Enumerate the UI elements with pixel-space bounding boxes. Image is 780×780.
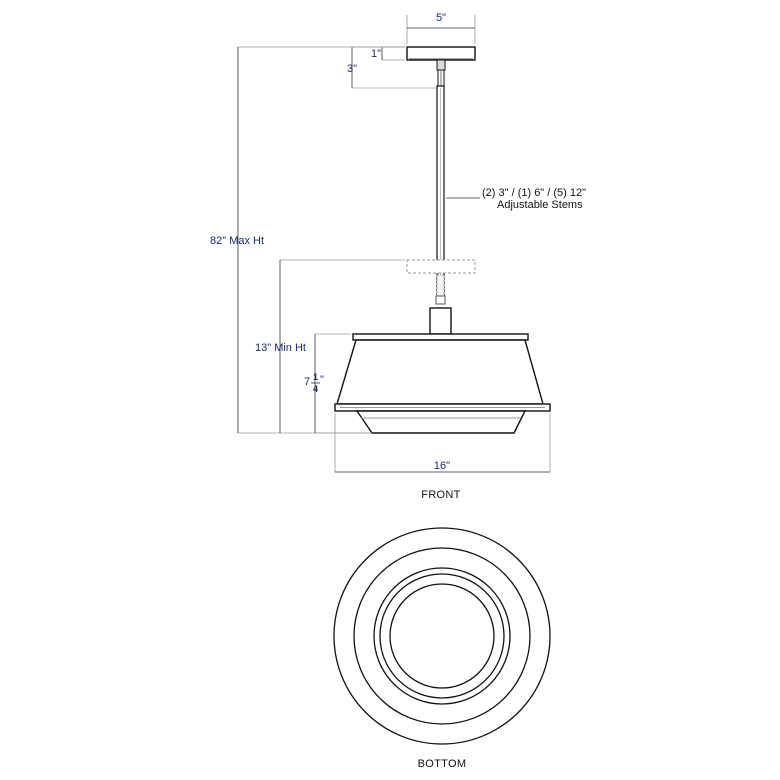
shade-body: [336, 339, 544, 405]
canopy-gap-dim: 3": [347, 63, 357, 75]
shade-height-whole: 7: [304, 376, 310, 388]
bottom-view-label: BOTTOM: [418, 758, 467, 770]
socket-housing: [429, 307, 452, 335]
bottom-view: [333, 527, 551, 745]
canopy-min-ghost: [406, 259, 476, 274]
bottom-inner-ring: [389, 583, 495, 689]
shade-height-numerator: 1: [313, 372, 318, 382]
max-height-dim: 82" Max Ht: [210, 235, 264, 247]
stems-callout-line2: Adjustable Stems: [497, 199, 583, 211]
dimension-guides: [237, 15, 551, 473]
canopy-collar: [436, 59, 446, 71]
shade-height-denominator: 4: [313, 384, 318, 394]
width-dim: 16": [434, 460, 450, 472]
bottom-second-ring: [353, 547, 531, 725]
shade-height-dim: 7 1 4 ": [304, 372, 324, 394]
shade-height-unit: ": [320, 374, 324, 386]
shade-top-rim: [352, 333, 529, 341]
min-height-dim: 13" Min Ht: [255, 342, 306, 354]
stems-callout-line1: (2) 3" / (1) 6" / (5) 12": [482, 187, 586, 199]
canopy-height-dim: 1": [371, 48, 381, 60]
diffuser: [355, 410, 527, 434]
bottom-third-ring: [373, 567, 511, 705]
canopy-top: [406, 46, 476, 61]
front-view-label: FRONT: [421, 489, 460, 501]
front-view: [334, 46, 551, 434]
canopy-width-dim: 5": [436, 12, 446, 24]
bottom-fourth-ring: [379, 573, 505, 699]
bottom-outer-ring: [333, 527, 551, 745]
